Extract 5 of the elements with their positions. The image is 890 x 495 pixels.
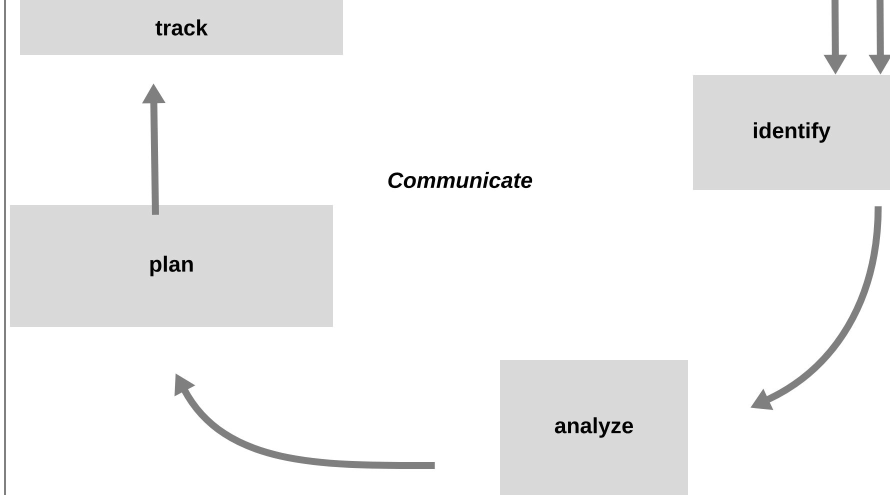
process-box: identify <box>693 75 890 190</box>
process-box: track <box>20 0 343 55</box>
process-box: analyze <box>500 360 688 495</box>
label-text: Communicate <box>388 172 532 188</box>
process-box: plan <box>10 205 333 327</box>
